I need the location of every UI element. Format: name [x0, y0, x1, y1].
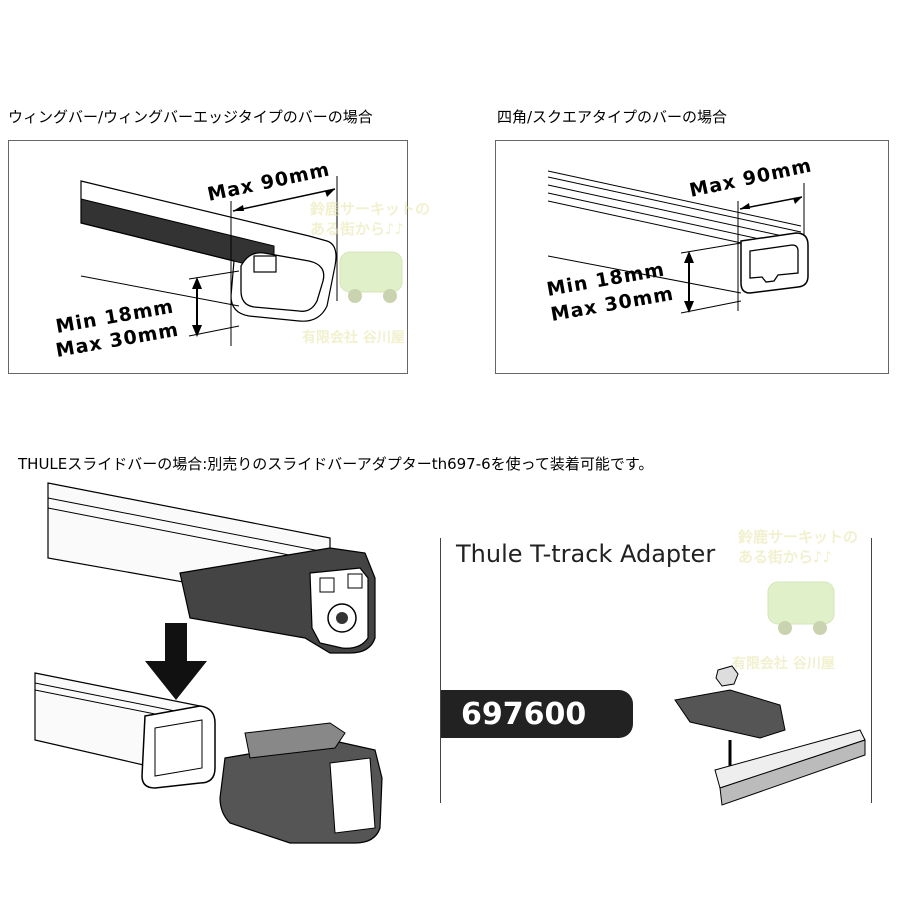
wingbar-lower-line [80, 275, 240, 307]
square-lower-line [547, 255, 742, 294]
square-width-label: Max 90mm [687, 154, 813, 201]
square-diagram: Max 90mm Min 18mm Max 30mm [545, 154, 814, 325]
adapter-divider-right [871, 538, 872, 803]
sq-width-dim-line [739, 196, 803, 210]
heading-slidebar: THULEスライドバーの場合:別売りのスライドバーアダプターth697-6を使っ… [18, 455, 654, 473]
watermark-1-car [339, 251, 403, 293]
adapter-divider-left [440, 538, 441, 803]
watermark-1-line1: 鈴鹿サーキットの [310, 200, 430, 218]
height-arrow-bottom [192, 325, 202, 337]
square-panel: Max 90mm Min 18mm Max 30mm [495, 140, 889, 374]
wingbar-slot [253, 255, 277, 273]
watermark-2-car [767, 581, 835, 625]
width-dim-line [232, 188, 336, 212]
watermark-1: 鈴鹿サーキットの ある街から♪♪ 有限会社 谷川屋 [300, 192, 460, 352]
watermark-2: 鈴鹿サーキットの ある街から♪♪ 有限会社 谷川屋 [730, 520, 890, 680]
adapter-knob [715, 665, 739, 687]
adapter-top-plate [244, 722, 346, 759]
slidebar-illustration [34, 482, 383, 844]
product-code: 697600 [461, 696, 587, 732]
down-arrow-shaft [165, 623, 187, 663]
wingbar-diagram: Max 90mm Min 18mm Max 30mm [54, 158, 338, 362]
watermark-2-company: 有限会社 谷川屋 [732, 655, 835, 672]
sq-height-ext-bottom [680, 300, 742, 314]
height-ext-top [188, 270, 240, 280]
lower-bar-slot [154, 719, 203, 777]
down-arrow-head [145, 661, 207, 700]
product-code-badge: 697600 [441, 690, 633, 738]
sq-width-arrow-left [740, 203, 750, 209]
sq-height-ext-top [680, 242, 742, 254]
upper-foot-tab-right [347, 573, 363, 589]
sq-height-arrow-bottom [684, 301, 694, 313]
heading-wingbar: ウィングバー/ウィングバーエッジタイプのバーの場合 [8, 108, 373, 126]
watermark-1-wheel-right [383, 289, 397, 303]
lock-core [336, 612, 348, 624]
adapter-track-side [719, 739, 866, 806]
adapter-plate [674, 689, 786, 739]
heading-square: 四角/スクエアタイプのバーの場合 [497, 108, 728, 126]
adapter-face [329, 757, 376, 834]
watermark-2-line2: ある街から♪♪ [738, 548, 832, 566]
watermark-2-wheel-left [778, 621, 792, 635]
upper-foot-tab-left [319, 577, 335, 593]
width-arrow-left [233, 205, 244, 211]
width-arrow-right [325, 189, 335, 197]
wingbar-outline [80, 180, 337, 322]
watermark-2-wheel-right [813, 621, 827, 635]
watermark-1-wheel-left [348, 289, 362, 303]
watermark-1-company: 有限会社 谷川屋 [302, 329, 405, 346]
sq-width-arrow-right [793, 197, 802, 204]
watermark-1-line2: ある街から♪♪ [310, 220, 404, 238]
adapter-title: Thule T-track Adapter [456, 540, 716, 568]
adapter-parts-illustration [674, 665, 866, 806]
height-arrow-top [192, 277, 202, 289]
watermark-2-line1: 鈴鹿サーキットの [738, 528, 858, 546]
square-slot [749, 244, 799, 283]
sq-height-arrow-top [684, 251, 694, 263]
